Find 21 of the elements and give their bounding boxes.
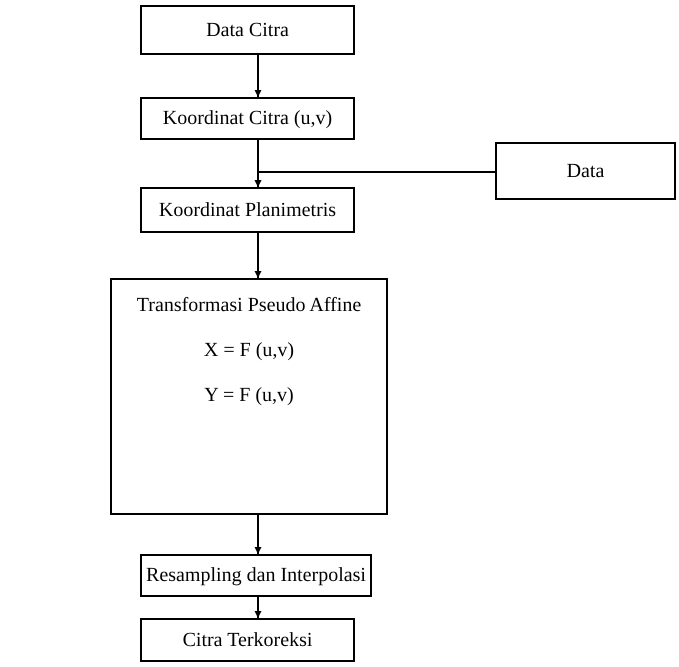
arrow: [254, 515, 262, 554]
box-label: Transformasi Pseudo Affine: [136, 294, 362, 317]
arrow: [254, 233, 262, 278]
box-label: Citra Terkoreksi: [182, 628, 312, 652]
process-box: [110, 278, 388, 515]
process-box: [495, 142, 676, 200]
process-box: [140, 5, 355, 55]
formula-text: Y = F (u,v): [204, 384, 294, 407]
box-label: Koordinat Citra (u,v): [162, 107, 332, 130]
process-box: [140, 187, 355, 233]
box-label: Koordinat Planimetris: [158, 198, 336, 222]
box-label: Resampling dan Interpolasi: [146, 564, 366, 587]
process-box: [140, 97, 355, 140]
formula-text: X = F (u,v): [204, 339, 294, 362]
arrow: [254, 597, 262, 618]
process-box: [140, 554, 372, 597]
box-label: Data Citra: [206, 18, 289, 42]
arrow: [254, 171, 495, 187]
process-box: [140, 618, 355, 662]
box-label: Data: [566, 160, 604, 182]
arrow: [254, 55, 262, 97]
